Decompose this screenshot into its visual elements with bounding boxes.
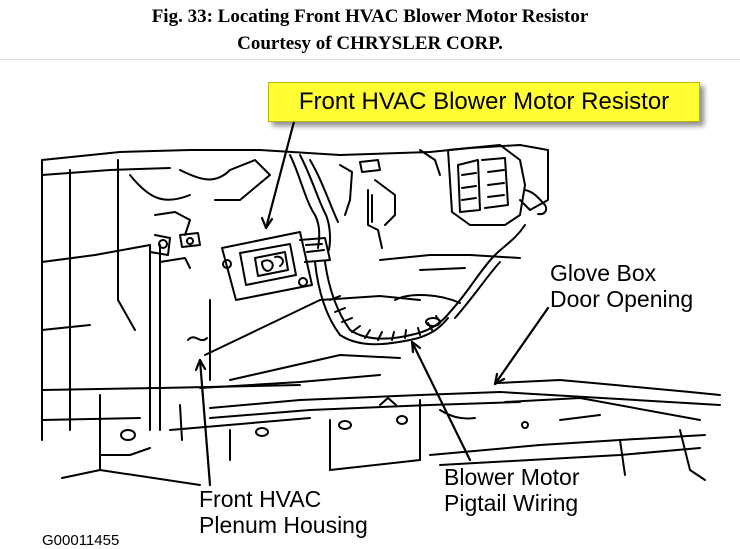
wiring-harness-top xyxy=(289,149,441,251)
blower-motor-resistor xyxy=(221,231,331,301)
dashboard-upper-frame xyxy=(41,144,549,441)
plenum-label-line2: Plenum Housing xyxy=(199,512,368,538)
figure-header: Fig. 33: Locating Front HVAC Blower Moto… xyxy=(0,0,740,60)
leader-glove-box xyxy=(493,306,550,386)
resistor-callout: Front HVAC Blower Motor Resistor xyxy=(268,82,700,122)
leader-pigtail xyxy=(410,340,472,462)
upper-duct-assembly xyxy=(129,159,271,269)
lower-dash-beam xyxy=(41,379,721,486)
figure-title: Fig. 33: Locating Front HVAC Blower Moto… xyxy=(151,6,589,27)
figure-credit: Courtesy of CHRYSLER CORP. xyxy=(237,33,503,54)
plenum-label-line1: Front HVAC xyxy=(199,486,322,512)
pigtail-label-line2: Pigtail Wiring xyxy=(444,490,579,516)
leader-glove-box-arrow xyxy=(493,372,506,386)
plenum-housing xyxy=(187,254,521,389)
leader-plenum-arrow xyxy=(194,358,207,372)
leader-pigtail-arrow xyxy=(410,340,422,354)
leader-resistor xyxy=(264,112,298,230)
pigtail-label-line1: Blower Motor xyxy=(444,464,580,490)
glove-box-label-line1: Glove Box xyxy=(550,260,657,286)
leader-plenum xyxy=(198,358,212,487)
pigtail-wiring xyxy=(314,224,526,346)
glove-box-label-line2: Door Opening xyxy=(550,286,694,312)
resistor-label: Front HVAC Blower Motor Resistor xyxy=(298,88,670,115)
connector-block xyxy=(447,144,548,226)
leader-lines xyxy=(194,112,550,487)
leader-resistor-arrow xyxy=(260,216,274,230)
figure-code: G00011455 xyxy=(42,532,120,549)
